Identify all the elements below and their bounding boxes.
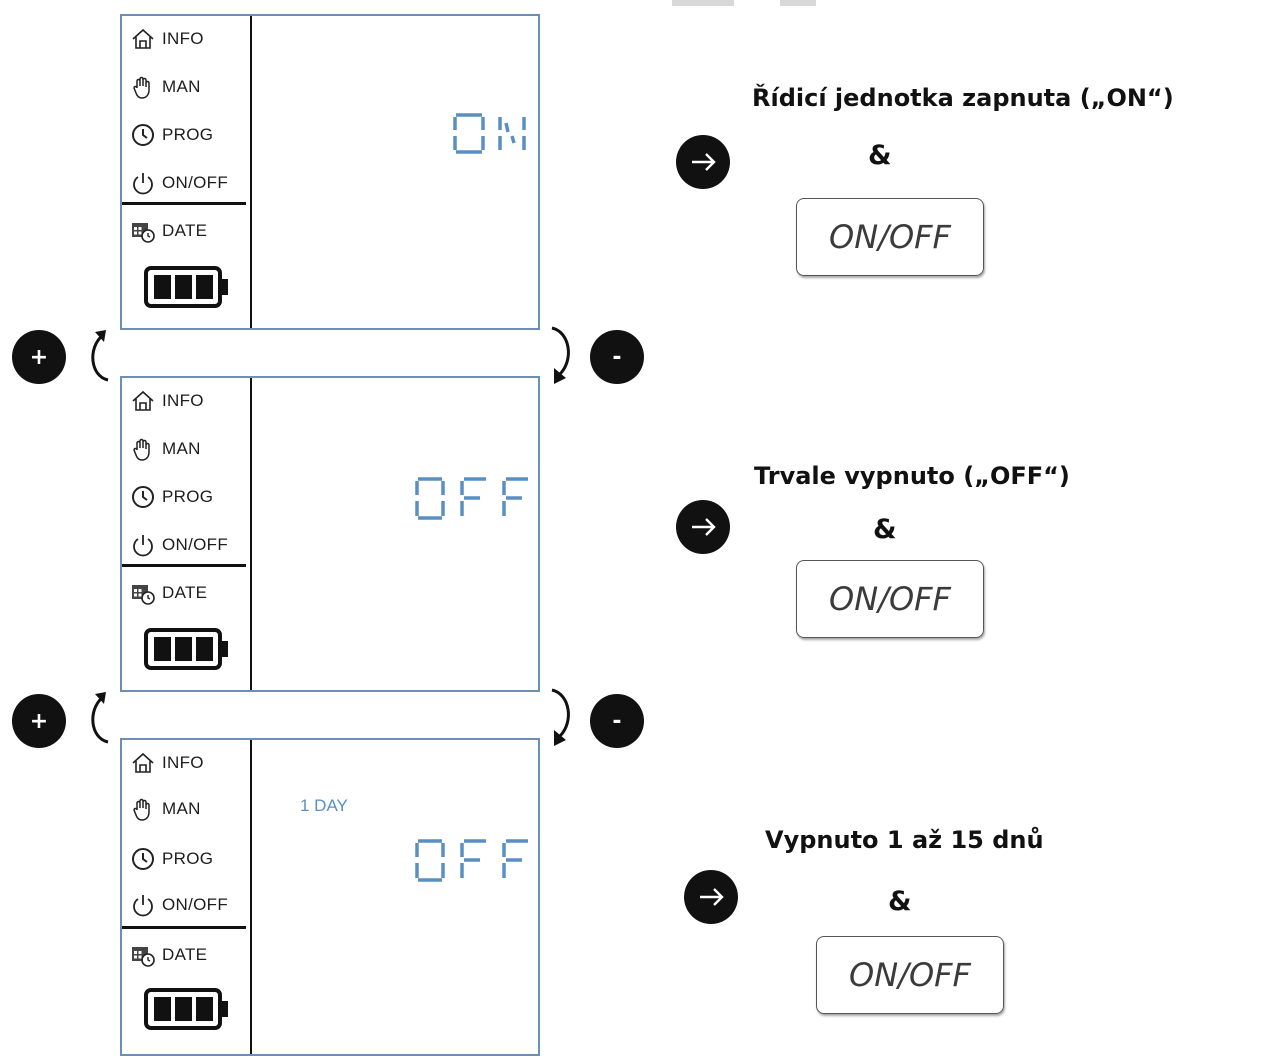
hand-icon (133, 438, 150, 461)
lcd-value-off (415, 477, 528, 520)
connector-ampersand: & (868, 140, 892, 171)
state-caption-off: Trvale vypnuto („OFF“) (754, 462, 1070, 490)
menu-item-prog: PROG (130, 120, 213, 150)
clock-icon (132, 848, 154, 870)
home-icon (132, 28, 154, 49)
menu-label-info: INFO (162, 753, 204, 772)
arrow-right-icon (684, 870, 738, 924)
menu-label-prog: PROG (162, 487, 214, 506)
menu-label-date: DATE (162, 945, 208, 964)
power-icon (133, 895, 153, 917)
clock-icon (132, 486, 154, 508)
menu-item-prog: PROG (130, 844, 213, 874)
lcd-panel-on: INFO MAN PROG ON/OFF DATE ON (120, 14, 540, 330)
cycle-down-arrow-icon (551, 326, 570, 384)
cycle-up-arrow-icon (91, 330, 109, 382)
home-icon (132, 390, 154, 411)
menu-label-man: MAN (162, 799, 201, 818)
top-fragment-left (672, 0, 734, 6)
lcd-menu-sidebar: INFO MAN PROG ON/OFF DATE (122, 378, 252, 690)
menu-item-man: MAN (130, 72, 201, 102)
menu-item-man: MAN (130, 794, 201, 824)
menu-item-date: DATE (130, 216, 207, 246)
battery-icon (144, 266, 228, 308)
menu-item-info: INFO (130, 748, 204, 778)
menu-label-man: MAN (162, 439, 201, 458)
cycle-up-arrow-icon (91, 692, 109, 744)
menu-label-date: DATE (162, 221, 208, 240)
cycle-down-arrow-icon (551, 688, 570, 746)
battery-icon (144, 988, 228, 1030)
onoff-key-button[interactable]: ON/OFF (796, 560, 984, 638)
menu-item-onoff: ON/OFF (130, 890, 228, 920)
minus-button[interactable]: - (590, 330, 644, 384)
menu-item-info: INFO (130, 24, 204, 54)
lcd-day-label: 1 DAY (300, 796, 348, 815)
top-fragment-right (780, 0, 816, 6)
connector-ampersand: & (873, 514, 897, 545)
minus-button[interactable]: - (590, 694, 644, 748)
menu-label-onoff: ON/OFF (162, 895, 229, 914)
menu-label-info: INFO (162, 29, 204, 48)
hand-icon (133, 76, 150, 99)
menu-item-onoff: ON/OFF (130, 530, 228, 560)
onoff-key-button[interactable]: ON/OFF (816, 936, 1004, 1014)
menu-item-date: DATE (130, 578, 207, 608)
power-icon (133, 535, 153, 557)
onoff-key-button[interactable]: ON/OFF (796, 198, 984, 276)
menu-label-date: DATE (162, 583, 208, 602)
lcd-panel-off: INFO MAN PROG ON/OFF DATE (120, 376, 540, 692)
plus-button[interactable]: + (12, 694, 66, 748)
menu-item-man: MAN (130, 434, 201, 464)
lcd-menu-sidebar: INFO MAN PROG ON/OFF DATE (122, 16, 252, 328)
state-caption-on: Řídicí jednotka zapnuta („ON“) (752, 84, 1174, 112)
menu-label-prog: PROG (162, 849, 214, 868)
calendar-clock-icon (132, 223, 155, 243)
menu-label-prog: PROG (162, 125, 214, 144)
clock-icon (132, 124, 154, 146)
menu-item-onoff: ON/OFF (130, 168, 228, 198)
battery-icon (144, 628, 228, 670)
state-caption-off-days: Vypnuto 1 až 15 dnů (765, 826, 1044, 854)
home-icon (132, 752, 154, 773)
menu-divider (122, 926, 246, 929)
connector-ampersand: & (888, 886, 912, 917)
menu-item-date: DATE (130, 940, 207, 970)
hand-icon (133, 798, 150, 821)
lcd-menu-sidebar: INFO MAN PROG ON/OFF DATE (122, 740, 252, 1054)
menu-label-onoff: ON/OFF (162, 535, 229, 554)
arrow-right-icon (676, 500, 730, 554)
lcd-value-off (415, 839, 528, 882)
menu-divider (122, 564, 246, 567)
menu-label-info: INFO (162, 391, 204, 410)
menu-item-info: INFO (130, 386, 204, 416)
calendar-clock-icon (132, 947, 155, 967)
menu-label-onoff: ON/OFF (162, 173, 229, 192)
lcd-value-on: ON (453, 113, 526, 154)
menu-item-prog: PROG (130, 482, 213, 512)
arrow-right-icon (676, 135, 730, 189)
lcd-panel-off-days: INFO MAN PROG ON/OFF DATE 1 DAY (120, 738, 540, 1056)
calendar-clock-icon (132, 585, 155, 605)
menu-label-man: MAN (162, 77, 201, 96)
plus-button[interactable]: + (12, 330, 66, 384)
menu-divider (122, 202, 246, 205)
power-icon (133, 173, 153, 195)
